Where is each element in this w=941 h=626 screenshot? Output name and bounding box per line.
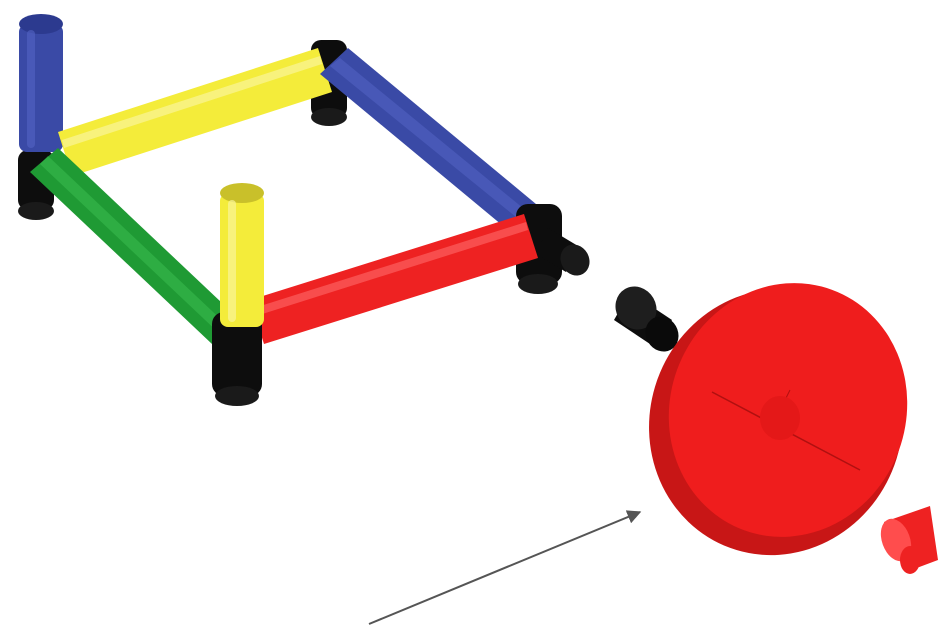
blue-tube	[320, 48, 548, 240]
green-tube	[30, 148, 240, 344]
loose-black-connector	[608, 279, 685, 358]
yellow-tube	[58, 48, 332, 176]
blue-upright-tube	[19, 14, 63, 152]
yellow-upright-tube	[220, 183, 264, 327]
red-axle-pin	[875, 506, 938, 574]
pointer-arrow	[369, 512, 640, 624]
red-tube	[250, 214, 538, 344]
